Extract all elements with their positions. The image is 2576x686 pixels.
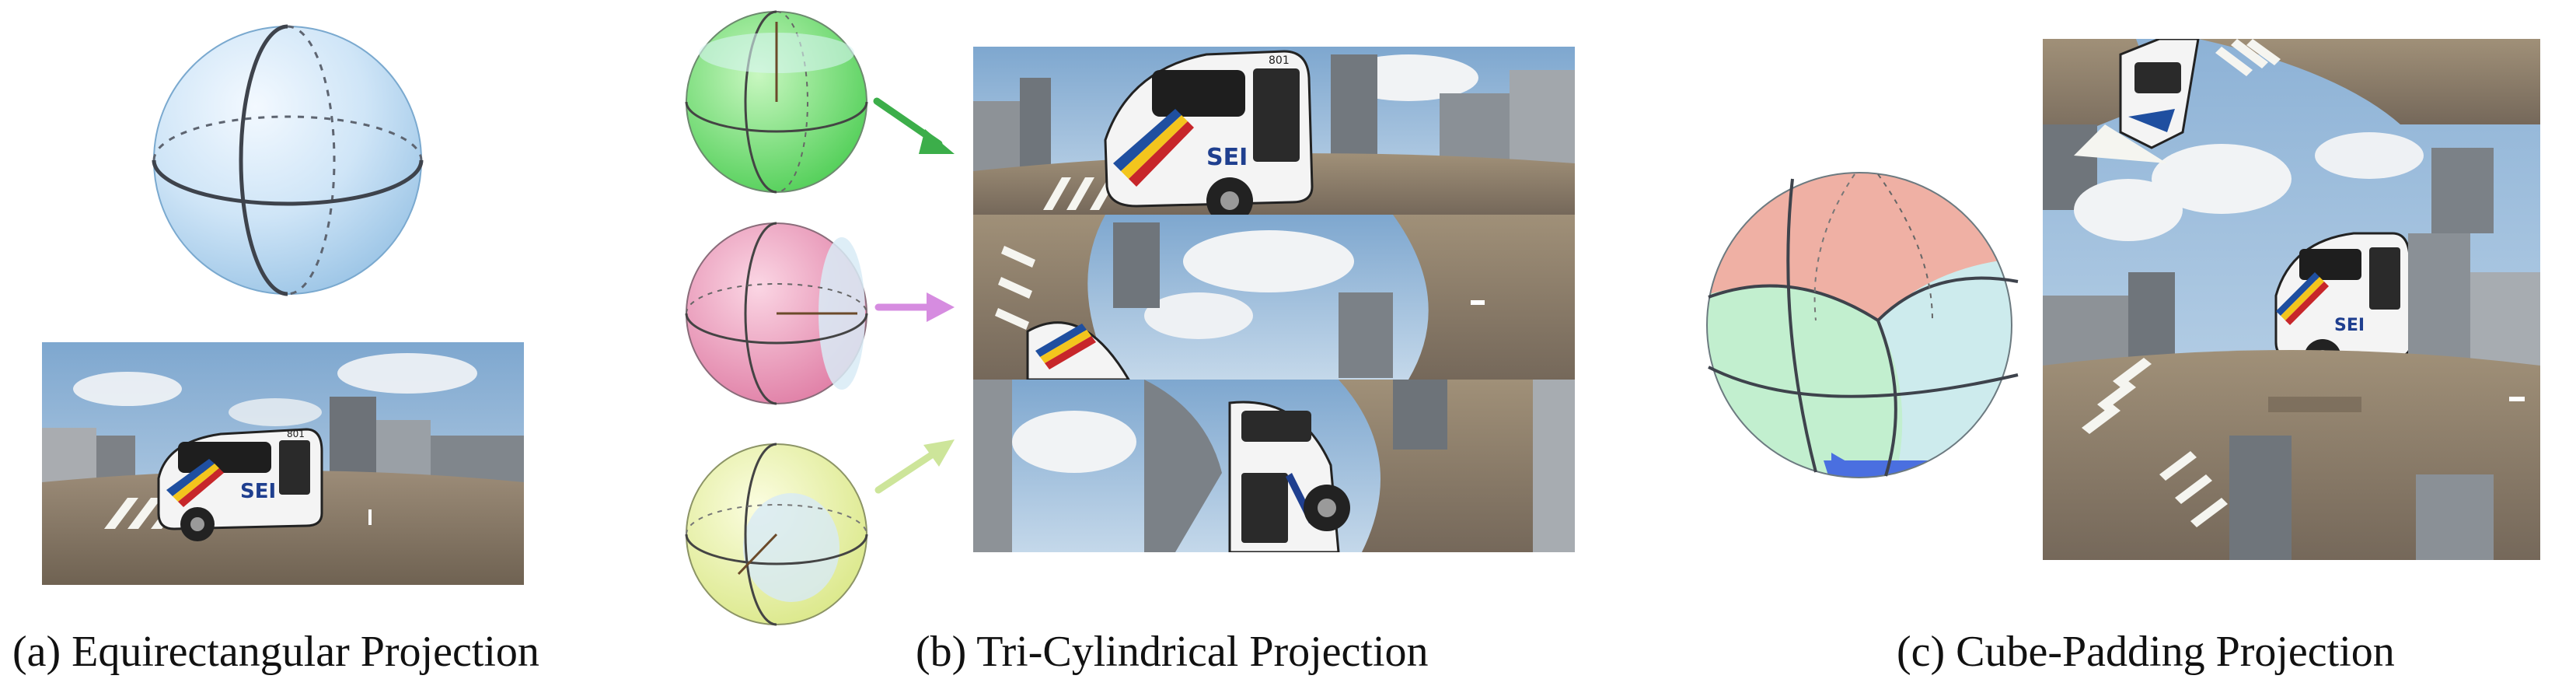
sphere-yellow bbox=[685, 443, 868, 626]
sphere-green bbox=[685, 10, 868, 194]
panel-equirectangular: SEI 801 (a) Equirectangular Projection bbox=[0, 0, 544, 676]
bus-route-text-a: 801 bbox=[287, 429, 305, 439]
strip-middle bbox=[973, 215, 1575, 381]
bus-logo-text-c: SEI bbox=[2334, 316, 2365, 335]
arrows bbox=[873, 97, 955, 494]
tri-cylindrical-image: SEI 801 bbox=[973, 47, 1575, 552]
caption-b: (b) Tri-Cylindrical Projection bbox=[916, 628, 1429, 676]
arrow-green bbox=[873, 97, 955, 154]
bus-route-text-b: 801 bbox=[1269, 54, 1290, 67]
arrow-lime bbox=[874, 439, 955, 494]
panel-cube-padding: SEI (c) Cube-Padding Projection bbox=[1671, 0, 2576, 676]
arrow-violet bbox=[874, 292, 955, 322]
caption-c: (c) Cube-Padding Projection bbox=[1897, 628, 2395, 676]
strip-bottom bbox=[973, 380, 1575, 552]
panel-tri-cylindrical: SEI 801 bbox=[661, 0, 1609, 676]
sphere-cube bbox=[1706, 172, 2019, 478]
bus-logo-text-a: SEI bbox=[240, 480, 276, 503]
sphere-pink bbox=[685, 222, 868, 405]
bus-logo-text-b: SEI bbox=[1206, 144, 1248, 171]
equirectangular-image: SEI 801 bbox=[42, 342, 524, 585]
strip-top: SEI 801 bbox=[973, 47, 1575, 224]
cube-padding-image: SEI bbox=[2043, 39, 2540, 560]
caption-a: (a) Equirectangular Projection bbox=[12, 628, 539, 676]
sphere-equirectangular bbox=[152, 24, 424, 296]
